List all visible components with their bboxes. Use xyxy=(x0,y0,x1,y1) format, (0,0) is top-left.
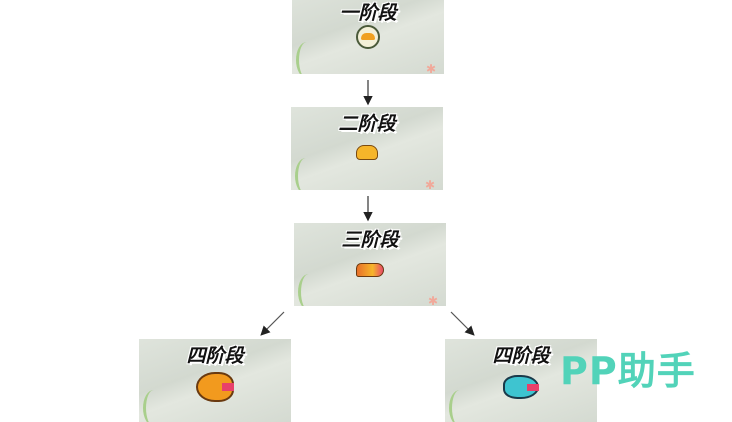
arrows xyxy=(260,80,475,336)
egg-icon xyxy=(356,25,380,49)
blue-fish-icon xyxy=(503,375,539,399)
arrow-3-4a xyxy=(260,311,285,336)
stage-1-card: 一阶段 ✱ xyxy=(292,0,444,74)
arrow-3-4b xyxy=(450,311,475,336)
seaweed-icon xyxy=(296,42,317,74)
stage-title: 一阶段 xyxy=(339,2,397,24)
stage-4b-card: 四阶段 xyxy=(445,339,597,422)
seaweed-icon xyxy=(143,390,164,422)
coral-icon: ✱ xyxy=(428,294,439,306)
coral-icon: ✱ xyxy=(426,62,437,74)
seaweed-icon xyxy=(295,158,316,190)
stage-2-card: 二阶段 ✱ xyxy=(291,107,443,190)
orange-fish-icon xyxy=(196,372,234,402)
stage-title: 四阶段 xyxy=(492,345,550,367)
small-fish-icon xyxy=(356,263,384,277)
larva-icon xyxy=(356,145,378,160)
seaweed-icon xyxy=(298,274,319,306)
stage-title: 二阶段 xyxy=(338,113,396,135)
stage-3-card: 三阶段 ✱ xyxy=(294,223,446,306)
stage-title: 三阶段 xyxy=(341,229,399,251)
stage-title: 四阶段 xyxy=(186,345,244,367)
stage-4a-card: 四阶段 xyxy=(139,339,291,422)
watermark: PP助手 xyxy=(560,349,696,393)
seaweed-icon xyxy=(449,390,470,422)
coral-icon: ✱ xyxy=(425,178,436,190)
